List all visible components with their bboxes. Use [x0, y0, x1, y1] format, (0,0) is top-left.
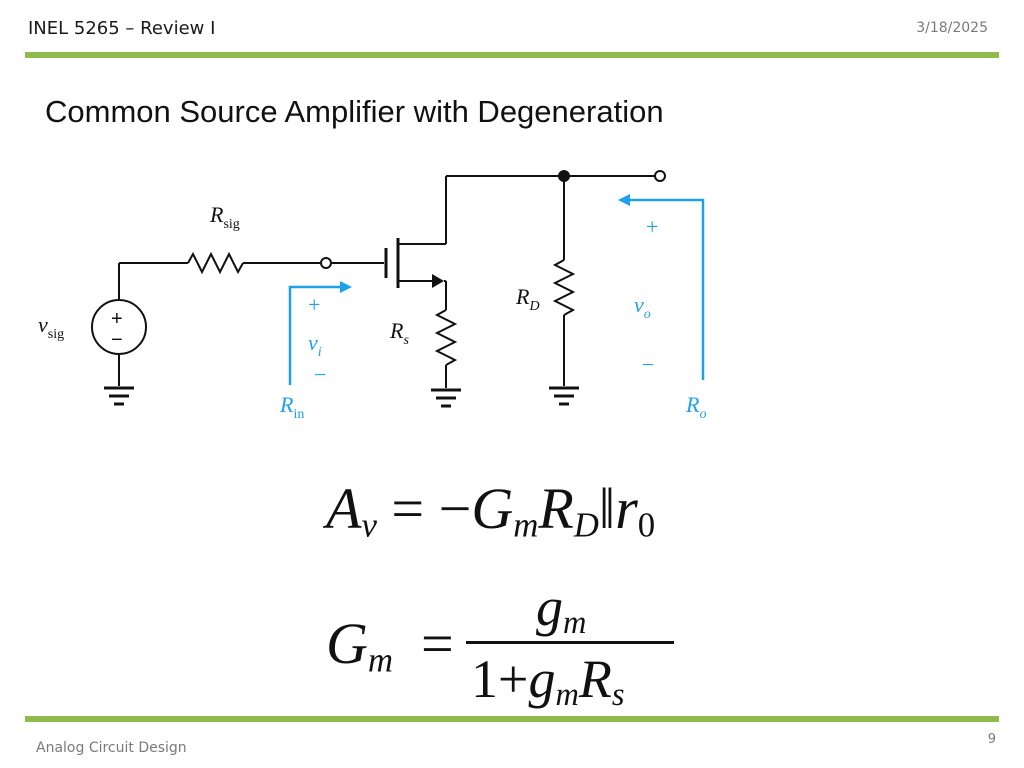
common-source-circuit-diagram: + − Rsig vsig Rs RD + vi − Rin + vo − Ro	[38, 170, 706, 422]
eq-av-parallel: ‖	[598, 476, 616, 541]
eq-gm-G: G	[326, 611, 368, 676]
gate-input-terminal	[320, 257, 332, 269]
eq-gm-equals: =	[421, 611, 454, 676]
eq-gm-den-g: g	[528, 649, 556, 709]
vsig-minus: −	[111, 329, 123, 351]
eq-av-A: A	[326, 476, 362, 541]
slide-title: Common Source Amplifier with Degeneratio…	[45, 94, 664, 129]
slide-header-left: INEL 5265 – Review I	[28, 18, 216, 39]
rd-resistor	[552, 259, 576, 316]
eq-av-R: R	[538, 476, 574, 541]
footer-course: Analog Circuit Design	[36, 740, 187, 756]
ground-symbol-rd	[549, 386, 579, 406]
vsig-plus: +	[111, 308, 123, 330]
rin-arrow-icon	[340, 281, 352, 293]
rsig-resistor	[187, 251, 244, 275]
ro-label: Ro	[685, 392, 706, 422]
source-arrow-icon	[432, 274, 444, 288]
eq-av-R-sub: D	[573, 505, 599, 545]
top-accent-bar	[25, 52, 999, 58]
eq-gm-den-one: 1+	[471, 649, 529, 709]
eq-av-A-sub: v	[361, 505, 377, 545]
eq-gm-den-sub: m	[555, 677, 579, 714]
ro-arrow-line	[630, 198, 705, 380]
vsig-label: vsig	[38, 312, 64, 342]
gm-equation: Gm = gm 1+gmRs	[326, 577, 686, 720]
eq-av-G: G	[471, 476, 514, 541]
vi-minus: −	[314, 362, 326, 387]
eq-av-r: r	[615, 476, 638, 541]
drain-node-dot	[558, 170, 570, 182]
rd-label: RD	[515, 284, 540, 314]
slide-date: 3/18/2025	[916, 20, 988, 36]
ground-symbol-rs	[431, 388, 461, 408]
ground-symbol-vsig	[104, 386, 134, 406]
vi-label: vi	[308, 330, 322, 360]
vo-plus: +	[646, 214, 658, 239]
vsig-source	[91, 299, 147, 355]
vo-label: vo	[634, 292, 651, 322]
rin-label: Rin	[279, 392, 304, 422]
rs-resistor	[434, 309, 458, 366]
vi-plus: +	[308, 292, 320, 317]
page-number: 9	[987, 732, 996, 747]
eq-gm-num-g: g	[536, 577, 563, 637]
bottom-accent-bar	[25, 716, 999, 722]
rin-arrow-line	[288, 285, 340, 385]
eq-av-r-sub: 0	[637, 505, 656, 545]
eq-av-equals: = −	[391, 476, 472, 541]
voltage-gain-equation: Av = −GmRD‖r0	[326, 475, 655, 546]
eq-gm-den-R-sub: s	[611, 677, 625, 714]
output-terminal	[654, 170, 666, 182]
fraction-bar	[466, 641, 674, 644]
vo-minus: −	[642, 352, 654, 377]
ro-arrow-icon	[618, 194, 630, 206]
eq-gm-G-sub: m	[367, 640, 394, 680]
eq-av-G-sub: m	[513, 505, 539, 545]
rs-label: Rs	[389, 318, 409, 348]
eq-gm-den-R: R	[578, 649, 612, 709]
eq-gm-num-sub: m	[563, 605, 587, 642]
rsig-label: Rsig	[209, 202, 240, 232]
